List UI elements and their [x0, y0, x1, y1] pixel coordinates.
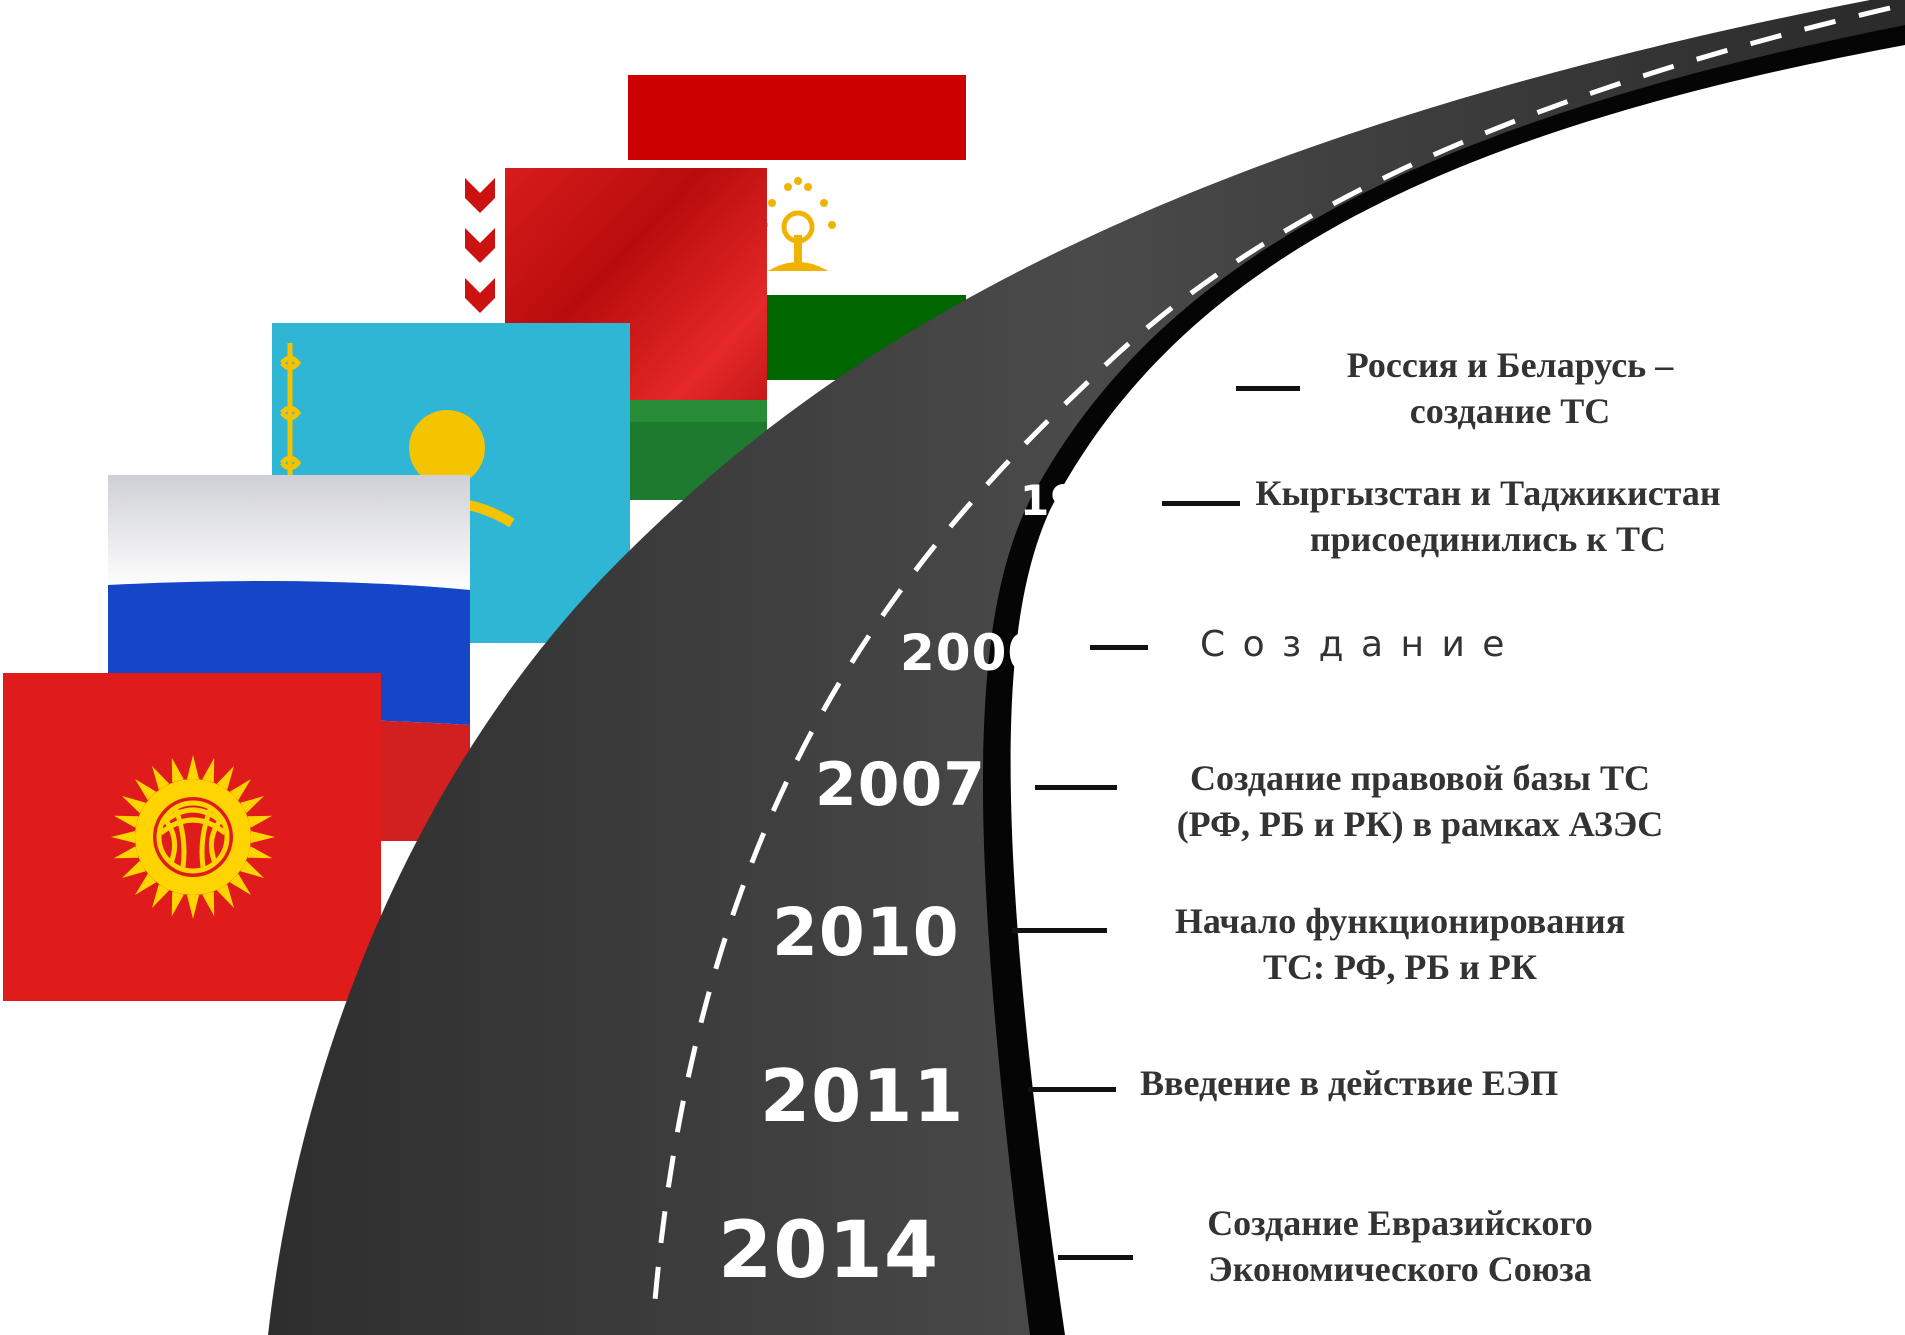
timeline-tick-2007: [1035, 785, 1117, 790]
timeline-year-1996: 1996: [1020, 476, 1141, 525]
event-line: (РФ, РБ и РК) в рамках АЗЭС: [1176, 804, 1664, 844]
timeline-event-2014: Создание Евразийского Экономического Сою…: [1130, 1200, 1670, 1292]
timeline-tick-2011: [1028, 1087, 1116, 1092]
timeline-event-2000: С о з д а н и е: [1200, 622, 1560, 668]
timeline-event-2011: Введение в действие ЕЭП: [1140, 1060, 1700, 1106]
timeline-tick-1996: [1162, 501, 1240, 506]
event-line: присоединились к ТС: [1309, 519, 1667, 559]
event-line: Начало функционирования: [1174, 901, 1626, 941]
event-line: ТС: РФ, РБ и РК: [1263, 947, 1537, 987]
timeline-event-2010: Начало функционирования ТС: РФ, РБ и РК: [1120, 898, 1680, 990]
timeline-event-2007: Создание правовой базы ТС (РФ, РБ и РК) …: [1140, 755, 1700, 847]
timeline-year-2007: 2007: [815, 750, 986, 820]
timeline-year-1995: 1995: [1150, 363, 1255, 404]
timeline-tick-2010: [1012, 928, 1107, 933]
road-surface: [268, 0, 1905, 1335]
timeline-event-1996: Кыргызстан и Таджикистан присоединились …: [1228, 470, 1748, 562]
road-shoulder: [940, 20, 1905, 1335]
event-line: Кыргызстан и Таджикистан: [1255, 473, 1721, 513]
event-line: Экономического Союза: [1208, 1249, 1592, 1289]
timeline-tick-2014: [1058, 1255, 1133, 1260]
event-line: С о з д а н и е: [1200, 624, 1508, 665]
timeline-year-2014: 2014: [718, 1206, 940, 1296]
timeline-year-2011: 2011: [760, 1054, 965, 1138]
event-line: Создание правовой базы ТС: [1189, 758, 1651, 798]
event-line: создание ТС: [1409, 391, 1611, 431]
event-line: Введение в действие ЕЭП: [1140, 1063, 1559, 1103]
timeline-year-2010: 2010: [772, 894, 960, 971]
timeline-tick-1995: [1236, 386, 1300, 391]
road-center-line: [652, 5, 1891, 1301]
event-line: Россия и Беларусь –: [1346, 345, 1674, 385]
timeline-tick-2000: [1090, 645, 1148, 650]
timeline-event-1995: Россия и Беларусь – создание ТС: [1300, 342, 1720, 434]
event-line: Создание Евразийского: [1207, 1203, 1593, 1243]
kyrgyzstan-flag-icon: [3, 673, 381, 1001]
timeline-year-2000: 2000: [900, 624, 1044, 682]
